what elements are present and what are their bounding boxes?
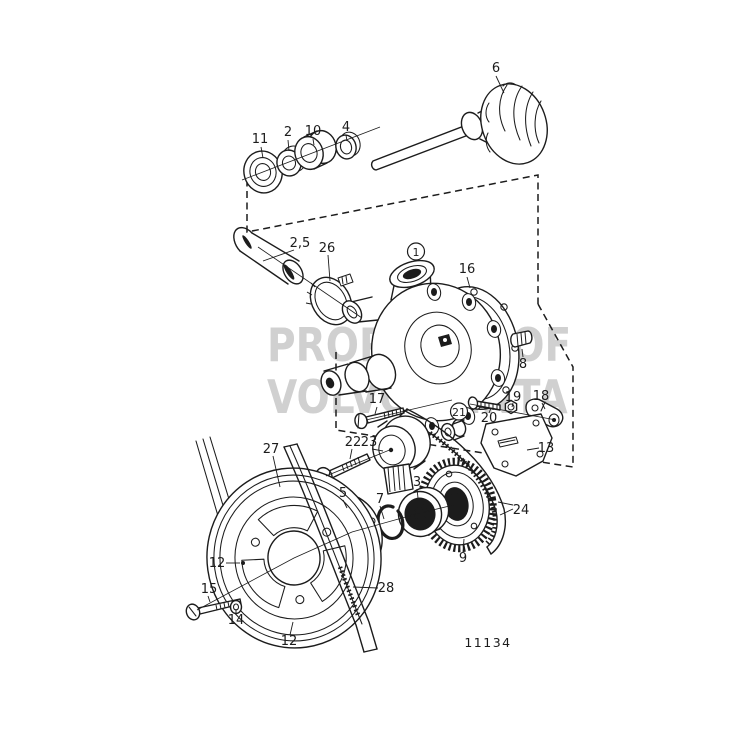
spacer-21 <box>440 418 467 442</box>
part-label-28: 28 <box>378 581 395 596</box>
leader-line-17 <box>374 406 378 415</box>
part-label-11: 11 <box>252 132 269 147</box>
pump-body-1 <box>320 259 506 435</box>
leader-line-23 <box>371 448 384 452</box>
bolt-15 <box>185 598 242 621</box>
leader-line-16 <box>466 276 471 289</box>
part-label-6: 6 <box>492 61 500 76</box>
part-label-26: 26 <box>319 241 336 256</box>
part-label-14: 14 <box>228 613 245 628</box>
part-label-20: 20 <box>481 411 498 426</box>
part-label-2: 2 <box>284 125 292 140</box>
part-label-5: 5 <box>339 486 347 501</box>
leader-line-18 <box>541 402 546 410</box>
leader-line-13 <box>526 447 540 451</box>
part-label-9: 9 <box>459 551 467 566</box>
part-label-1: 1 <box>413 246 420 259</box>
leader-line-2 <box>287 139 290 152</box>
hose-clamp-26 <box>305 273 354 326</box>
leader-line-26 <box>327 254 331 282</box>
leader-line-27 <box>272 455 281 488</box>
part-label-12: 12 <box>281 634 298 649</box>
part-label-2,5: 2,5 <box>290 236 311 251</box>
part-label-17: 17 <box>369 392 386 407</box>
part-label-22: 22 <box>345 435 362 450</box>
leader-line-3 <box>416 488 419 499</box>
drawing-number: 11134 <box>464 635 511 650</box>
ring-4 <box>335 131 361 160</box>
leader-line-6 <box>495 75 505 94</box>
leader-line-24 <box>499 508 514 516</box>
leader-line-7 <box>379 505 385 520</box>
leader-line-11 <box>260 146 264 159</box>
leader-line-4 <box>345 134 348 142</box>
part-label-15: 15 <box>201 582 218 597</box>
part-label-18: 18 <box>533 389 550 404</box>
part-label-21: 21 <box>452 406 466 419</box>
leader-line-21 <box>450 420 456 427</box>
part-label-7: 7 <box>376 492 384 507</box>
part-label-24: 24 <box>513 503 530 518</box>
part-label-8: 8 <box>519 357 527 372</box>
leader-dot-12 <box>241 561 245 565</box>
part-label-16: 16 <box>459 262 476 277</box>
leader-line-19 <box>511 402 514 408</box>
leader-line-15 <box>207 595 211 603</box>
belt-27-front-run <box>283 443 378 653</box>
bushing-10 <box>294 129 337 171</box>
callout-circle-1 <box>406 242 426 261</box>
impeller-shaft-6 <box>370 82 548 171</box>
leader-line-2,5 <box>262 249 295 262</box>
idler-pulley-23 <box>372 415 431 473</box>
leader-line-9 <box>462 538 465 553</box>
hose-2-5 <box>233 226 304 285</box>
callout-circle-21 <box>449 402 469 421</box>
part-label-23: 23 <box>361 435 378 450</box>
axis-lines <box>196 126 557 611</box>
leader-line-8 <box>521 348 524 358</box>
belt-27-back-run <box>195 436 233 517</box>
leader-line-5 <box>342 499 348 509</box>
part-label-3: 3 <box>413 475 421 490</box>
bracket-plate-13 <box>480 413 553 477</box>
part-label-13: 13 <box>538 441 555 456</box>
part-label-12: 12 <box>209 556 226 571</box>
part-label-19: 19 <box>505 390 522 405</box>
bolt-20 <box>467 396 501 411</box>
spline-sleeve <box>383 463 414 495</box>
part-label-4: 4 <box>342 120 350 135</box>
group-boundary-dashes <box>246 168 574 468</box>
part-label-10: 10 <box>305 124 322 139</box>
nut-19 <box>504 399 518 415</box>
part-label-27: 27 <box>263 442 280 457</box>
leader-line-12 <box>289 621 294 636</box>
leader-line-24 <box>497 501 514 506</box>
leader-line-20 <box>488 407 492 414</box>
snap-ring-7 <box>376 504 405 540</box>
leader-line-10 <box>312 138 315 146</box>
leader-line-28 <box>352 586 379 589</box>
leader-line-22 <box>349 448 353 460</box>
plug-8 <box>510 330 533 348</box>
timing-belt-24 <box>399 408 507 555</box>
